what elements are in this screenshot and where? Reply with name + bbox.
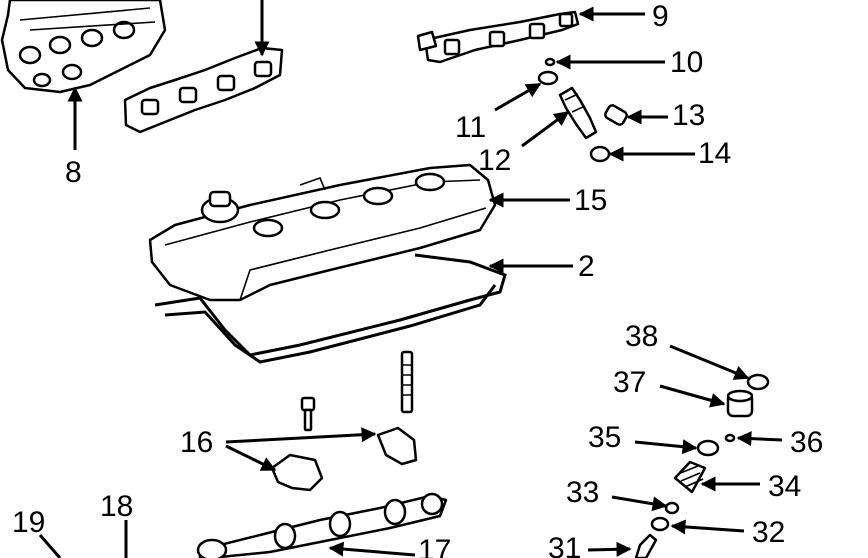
lifter-37 (726, 389, 754, 418)
callout-15: 15 (574, 184, 607, 217)
callout-37: 37 (613, 366, 646, 399)
shim-38 (746, 373, 770, 391)
callout-16: 16 (180, 426, 213, 459)
callout-14: 14 (698, 137, 731, 170)
callout-13: 13 (672, 99, 705, 132)
keeper-36 (724, 433, 736, 443)
callout-31: 31 (548, 532, 581, 558)
camshaft (196, 492, 448, 558)
retainer-35 (696, 439, 720, 457)
callout-38: 38 (625, 320, 658, 353)
manifold-gasket (123, 46, 284, 134)
grommet-11 (537, 70, 559, 86)
valve-cover (148, 163, 497, 302)
spring-34 (673, 460, 707, 494)
callout-36: 36 (790, 426, 823, 459)
callout-12: 12 (478, 144, 511, 177)
bearing-cap-1 (270, 453, 324, 492)
callout-8: 8 (65, 156, 82, 189)
callout-19: 19 (12, 506, 45, 539)
intake-manifold (0, 0, 167, 94)
callout-33: 33 (566, 476, 599, 509)
callout-35: 35 (588, 421, 621, 454)
callout-10: 10 (670, 46, 703, 79)
callout-18: 18 (100, 490, 133, 523)
o-ring-10 (544, 57, 556, 67)
injector-12 (558, 86, 598, 140)
valve-31 (634, 533, 658, 558)
callout-17: 17 (418, 534, 451, 558)
fuel-rail (416, 10, 580, 64)
stud-bolt (400, 350, 414, 414)
callout-34: 34 (768, 470, 801, 503)
leader-lines (38, 0, 783, 558)
callout-labels: 9 10 11 12 13 14 15 2 8 16 38 37 35 36 3… (12, 0, 823, 558)
bearing-cap-2 (376, 426, 418, 466)
seal-32 (650, 516, 670, 532)
callout-32: 32 (752, 516, 785, 549)
small-bolt (300, 396, 316, 432)
seat-33 (664, 501, 680, 515)
grommet-14 (589, 145, 611, 163)
callout-11: 11 (455, 111, 486, 144)
insulator-13 (604, 104, 628, 126)
callout-2: 2 (578, 250, 595, 283)
callout-9: 9 (652, 0, 669, 33)
